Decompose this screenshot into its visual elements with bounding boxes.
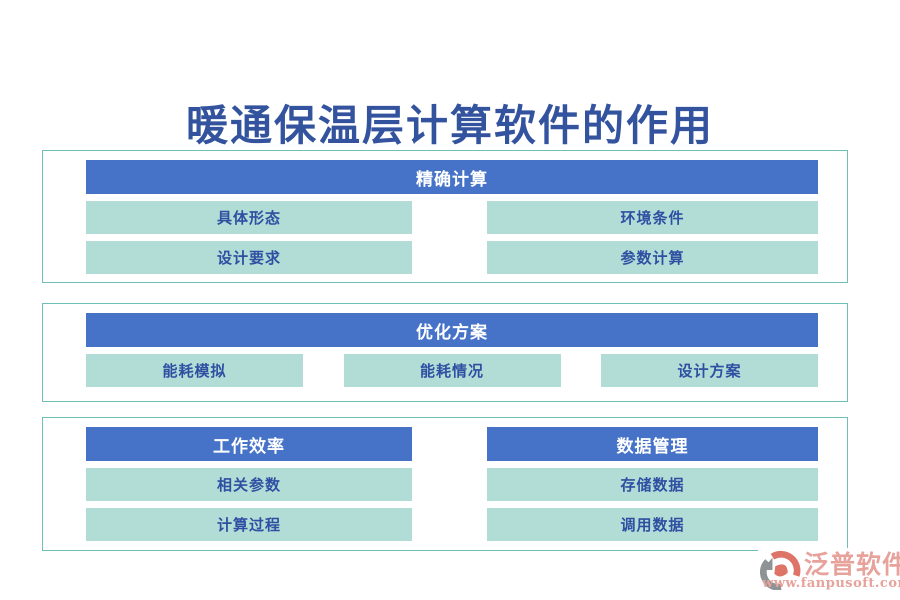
section-optimization-plan: 优化方案 能耗模拟 能耗情况 设计方案 <box>42 303 848 402</box>
item-store-data: 存储数据 <box>487 468 818 501</box>
column-data-management: 数据管理 存储数据 调用数据 <box>487 427 818 541</box>
column-work-efficiency: 工作效率 相关参数 计算过程 <box>86 427 412 541</box>
header-work-efficiency: 工作效率 <box>86 427 412 461</box>
item-design-plan: 设计方案 <box>601 354 818 387</box>
header-data-management: 数据管理 <box>487 427 818 461</box>
item-design-requirements: 设计要求 <box>86 241 412 274</box>
page-title: 暖通保温层计算软件的作用 <box>185 101 714 150</box>
item-parameter-calculation: 参数计算 <box>487 241 818 274</box>
section-accurate-calculation: 精确计算 具体形态 环境条件 设计要求 参数计算 <box>42 150 848 283</box>
item-specific-form: 具体形态 <box>86 201 412 234</box>
item-energy-consumption: 能耗情况 <box>343 354 561 387</box>
item-related-parameters: 相关参数 <box>86 468 412 501</box>
section2-row: 能耗模拟 能耗情况 设计方案 <box>86 354 818 387</box>
section3-columns: 工作效率 相关参数 计算过程 数据管理 存储数据 调用数据 <box>86 427 818 541</box>
logo-name: 泛普软件 <box>804 550 900 579</box>
section1-row1: 具体形态 环境条件 <box>86 201 818 234</box>
logo-url: www.fanpusoft.com <box>762 576 900 591</box>
header-accurate-calculation: 精确计算 <box>86 160 818 194</box>
item-energy-simulation: 能耗模拟 <box>86 354 303 387</box>
fanpu-logo-icon <box>760 550 801 590</box>
section-efficiency-and-data: 工作效率 相关参数 计算过程 数据管理 存储数据 调用数据 <box>42 417 848 551</box>
section1-row2: 设计要求 参数计算 <box>86 241 818 274</box>
item-environment-conditions: 环境条件 <box>487 201 818 234</box>
item-calculation-process: 计算过程 <box>86 508 412 541</box>
item-retrieve-data: 调用数据 <box>487 508 818 541</box>
fanpu-logo: 泛普软件 www.fanpusoft.com <box>758 548 900 596</box>
header-optimization-plan: 优化方案 <box>86 313 818 347</box>
